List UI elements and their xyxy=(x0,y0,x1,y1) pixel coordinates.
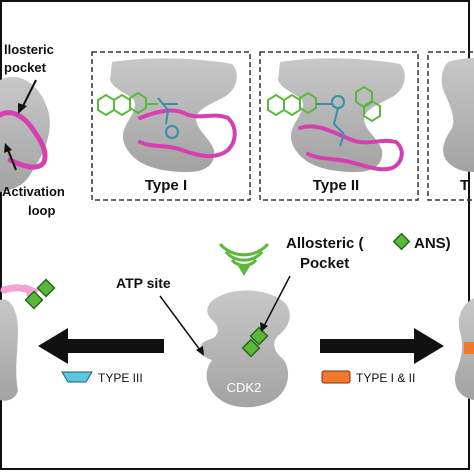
activation-loop-left xyxy=(0,110,48,170)
type-i-ii-legend: TYPE I & II xyxy=(321,370,415,385)
allosteric-pocket-pointer xyxy=(263,275,291,327)
panel-label-type-i: Type I xyxy=(145,177,187,194)
panel-type-ii: Type II xyxy=(259,51,419,201)
atp-site-label: ATP site xyxy=(116,275,171,291)
type-i-ii-label: TYPE I & II xyxy=(356,371,415,385)
panel-type-iii-partial: T xyxy=(427,51,474,201)
allosteric-pocket-label-top-1: llosteric xyxy=(4,42,54,57)
allosteric-pocket-label-1a: Allosteric ( xyxy=(286,235,364,252)
activation-loop-label-1: Activation xyxy=(2,184,65,199)
fluorescence-signal-icon xyxy=(218,242,270,276)
ans-diamond-icon xyxy=(392,232,411,251)
type-iii-label: TYPE III xyxy=(98,371,143,385)
panel-type-i: Type I xyxy=(91,51,251,201)
panel-label-partial: T xyxy=(460,177,469,194)
bottom-left-protein xyxy=(0,278,56,401)
type-iii-legend: TYPE III xyxy=(61,371,143,385)
cdk2-label: CDK2 xyxy=(227,380,262,395)
atp-site-pointer xyxy=(159,295,201,351)
panel-label-type-ii: Type II xyxy=(313,177,359,194)
cdk2-protein: CDK2 xyxy=(200,290,290,408)
allosteric-pocket-label-2: Pocket xyxy=(300,255,349,272)
right-arrow xyxy=(320,328,444,364)
left-arrow xyxy=(38,328,164,364)
top-left-protein: llosteric pocket Activation loop xyxy=(0,42,65,218)
activation-loop-label-2: loop xyxy=(28,203,55,218)
activation-loop-type-ii xyxy=(298,124,404,172)
bottom-right-protein xyxy=(454,298,474,400)
activation-loop-type-i xyxy=(138,108,237,158)
allosteric-pocket-label-1b: ANS) xyxy=(414,235,451,252)
allosteric-pocket-label-top-2: pocket xyxy=(4,60,47,75)
